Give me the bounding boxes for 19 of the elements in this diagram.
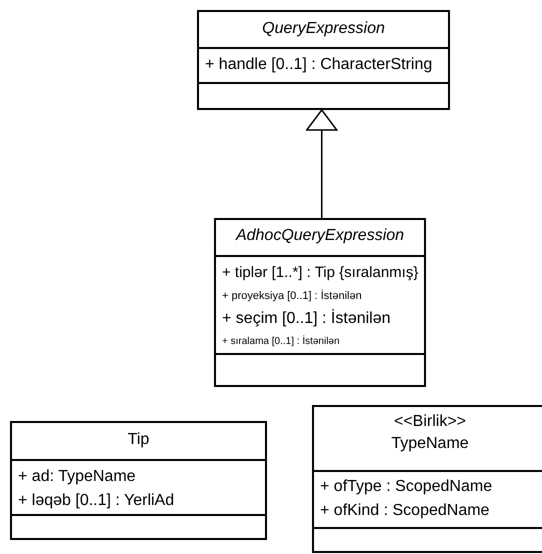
class-box bbox=[312, 405, 542, 553]
class-box bbox=[214, 218, 426, 387]
class-name: AdhocQueryExpression bbox=[234, 227, 406, 246]
attribute-text: + ofType : ScopedName bbox=[320, 478, 492, 496]
class-name: Tip bbox=[126, 431, 150, 450]
class-name: TypeName bbox=[390, 435, 470, 454]
class-box bbox=[10, 421, 267, 540]
class-box bbox=[197, 10, 450, 110]
stereotype-label: <<Birlik>> bbox=[392, 413, 468, 432]
class-name: QueryExpression bbox=[261, 20, 386, 38]
attribute-text: + ləqəb [0..1] : YerliAd bbox=[18, 492, 174, 510]
attribute-text: + sıralama [0..1] : İstənilən bbox=[222, 336, 340, 348]
attribute-text: + seçim [0..1] : İstənilən bbox=[222, 310, 391, 328]
attribute-text: + tiplər [1..*] : Tip {sıralanmış} bbox=[222, 264, 418, 282]
attribute-text: + handle [0..1] : CharacterString bbox=[205, 56, 432, 74]
attribute-text: + proyeksiya [0..1] : İstənilən bbox=[222, 290, 362, 303]
attribute-text: + ad: TypeName bbox=[18, 468, 136, 486]
attribute-text: + ofKind : ScopedName bbox=[320, 502, 490, 520]
generalization-arrow bbox=[306, 109, 338, 218]
